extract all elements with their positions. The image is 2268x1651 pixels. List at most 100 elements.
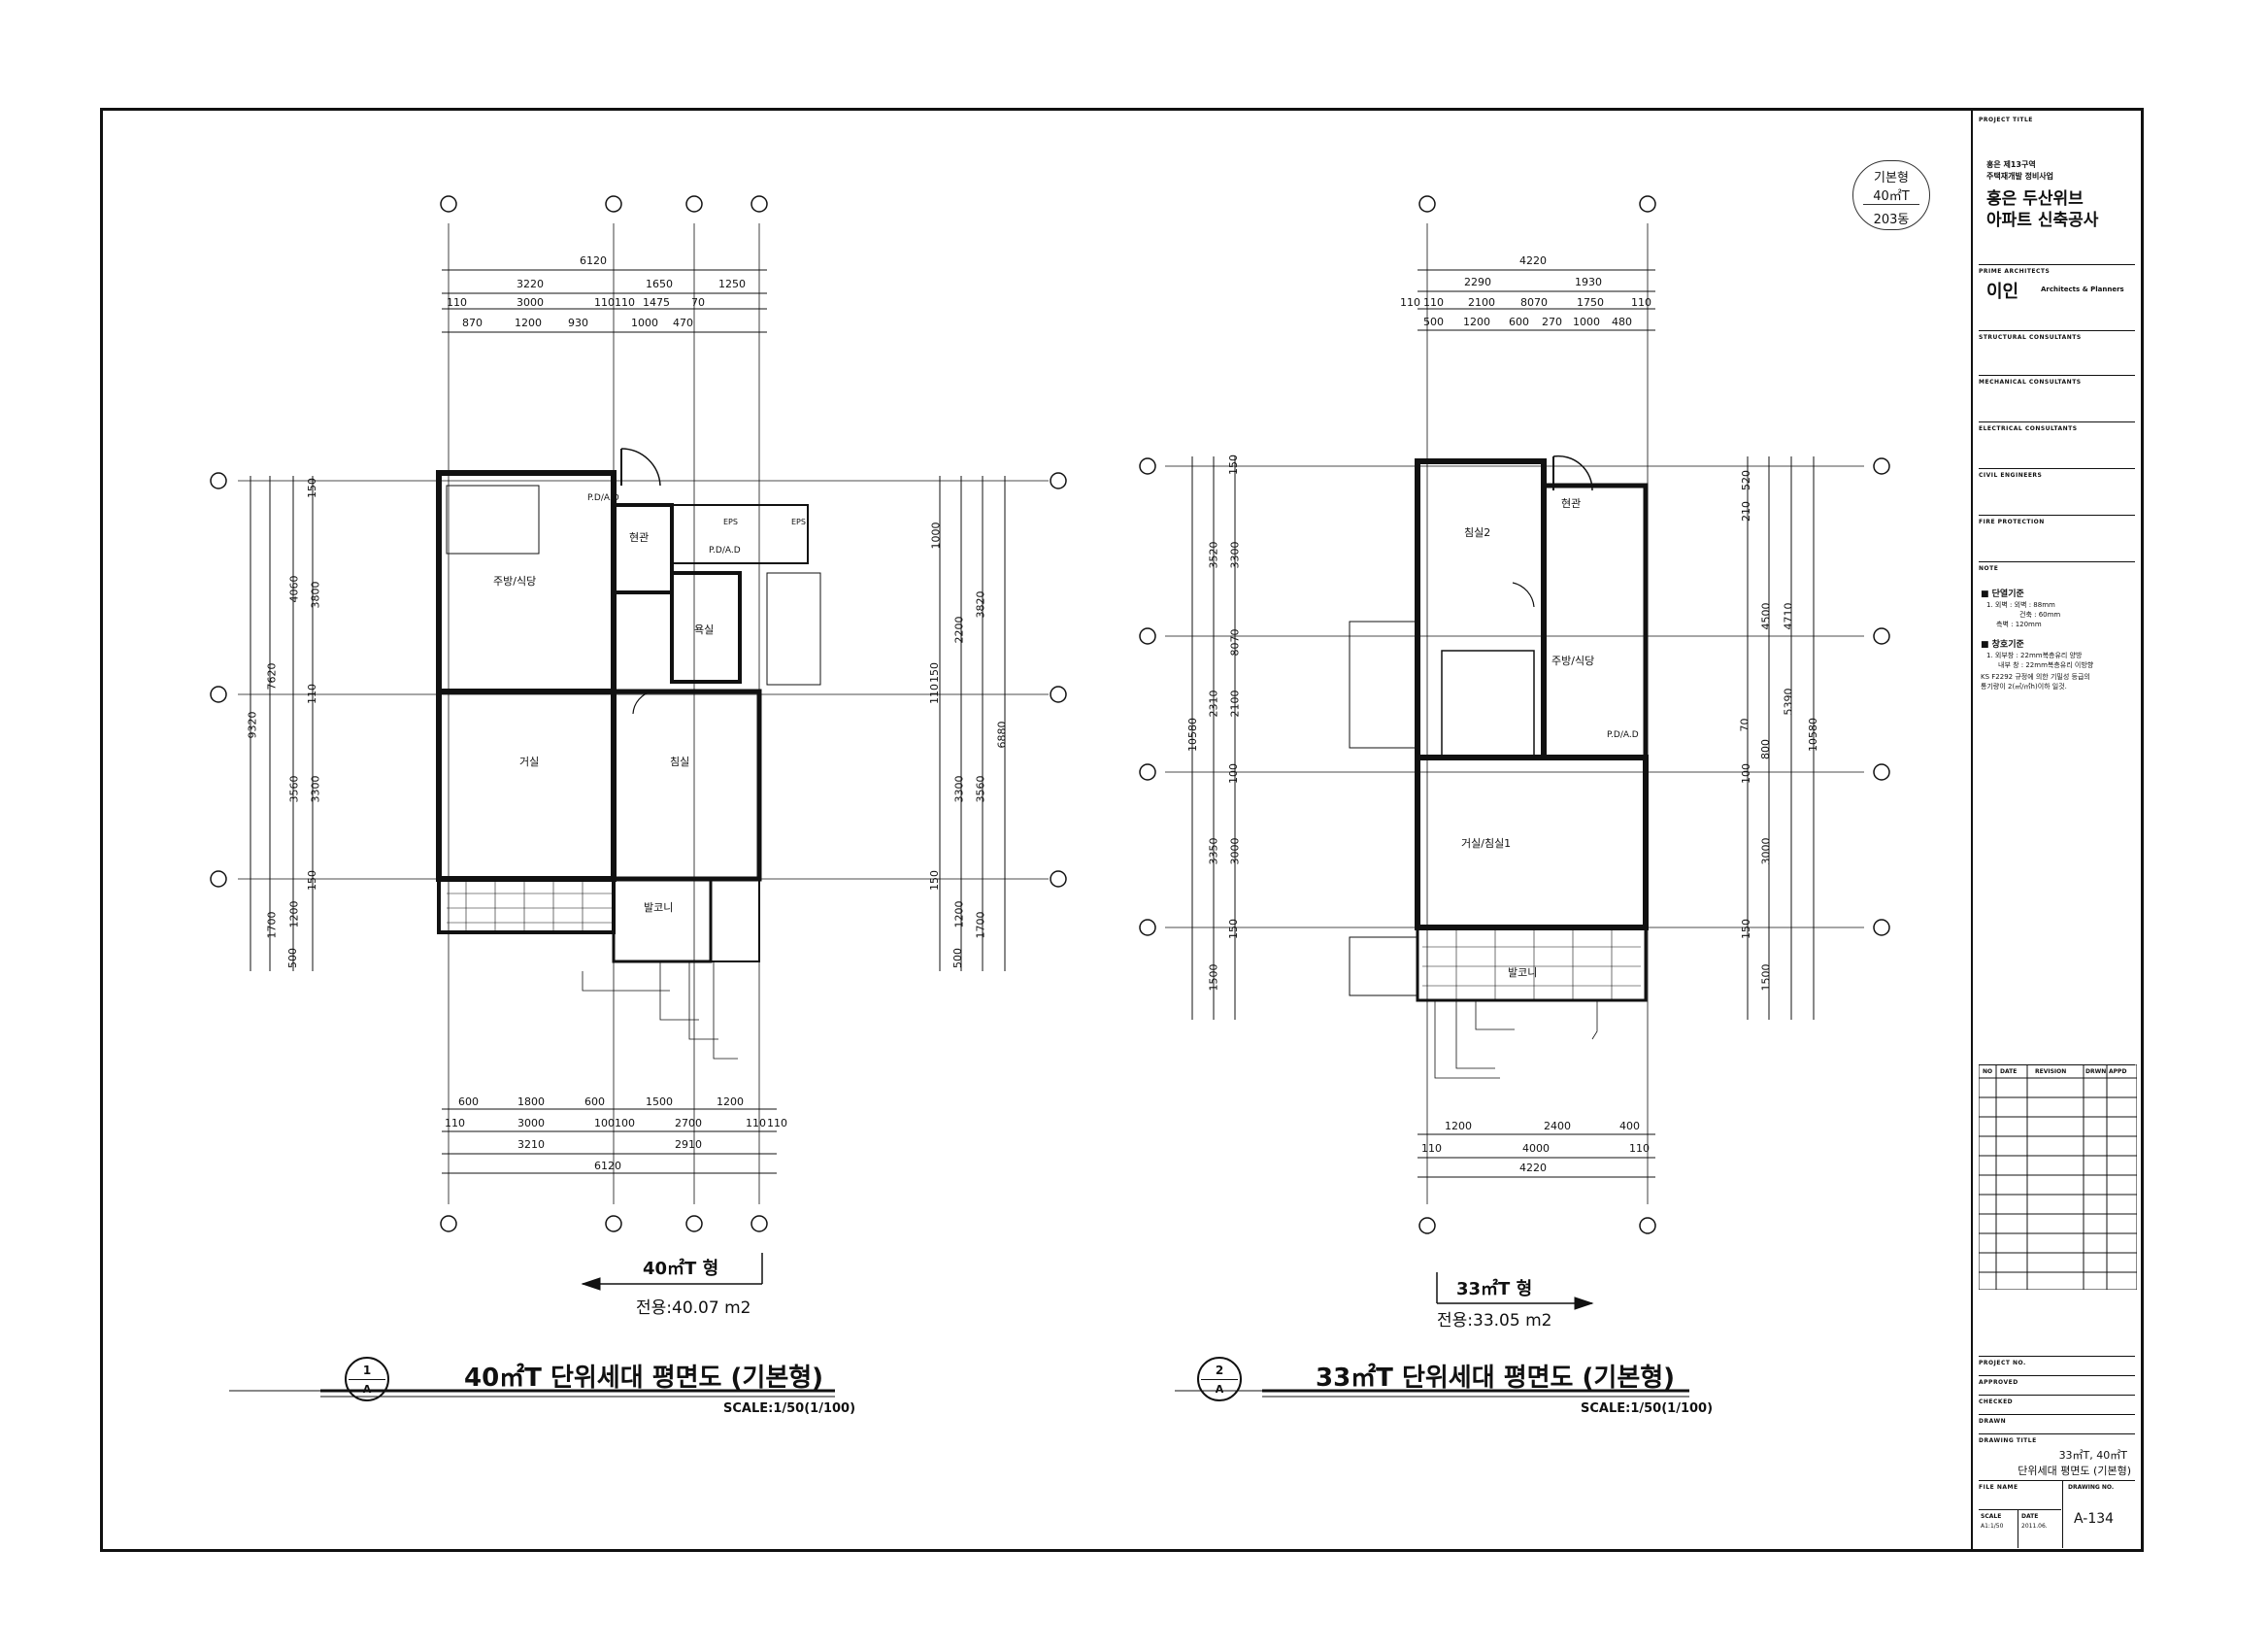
tb-note-3: 건축 : 60mm: [2019, 611, 2061, 619]
p1-dim-top-total: 6120: [580, 254, 607, 267]
p1-dim-top2-a: 3220: [517, 278, 544, 290]
p1-dim-top2-b: 1650: [646, 278, 673, 290]
p1-scale: SCALE:1/50(1/100): [723, 1401, 856, 1416]
p2-type-label: 33㎡T 형: [1456, 1279, 1533, 1299]
p2-room-living: 거실/침실1: [1461, 837, 1512, 850]
p1-dim-bot2-a: 110: [445, 1117, 465, 1129]
p2-dim-right4-a: 520: [1740, 470, 1752, 490]
tb-note-7: 내부 창 : 22mm복층유리 이방향: [1998, 661, 2094, 669]
p1-dim-right3-c: 1200: [952, 900, 966, 928]
p2-dim-left4-a: 150: [1227, 455, 1240, 475]
p2-dim-top4-e: 1000: [1573, 316, 1600, 328]
tb-rev-date: DATE: [2000, 1068, 2018, 1075]
p1-dim-top4-c: 930: [568, 317, 588, 329]
p1-dim-bot2-d: 2700: [675, 1117, 702, 1129]
p1-dim-right4-b: 150: [928, 662, 941, 683]
p2-dim-top3-d: 8070: [1520, 296, 1548, 309]
p2-dim-right-total: 10580: [1807, 718, 1819, 752]
tb-mechanical-label: MECHANICAL CONSULTANTS: [1979, 379, 2082, 386]
tb-drawing-title1: 33㎡T, 40㎡T: [2058, 1449, 2127, 1462]
p1-dim-bot1-a: 600: [458, 1095, 479, 1108]
p1-title: 40㎡T 단위세대 평면도 (기본형): [464, 1364, 824, 1393]
tb-project-small1: 홍은 제13구역: [1986, 160, 2036, 169]
p2-dim-top3-c: 2100: [1468, 296, 1495, 309]
p1-dim-right4-c: 110: [928, 684, 941, 704]
p1-dim-bot1-d: 1500: [646, 1095, 673, 1108]
p1-dim-top3-c: 110110: [594, 296, 635, 309]
p1-room-kitchen: 주방/식당: [493, 575, 537, 588]
p1-dim-top4-b: 1200: [515, 317, 542, 329]
p1-dim-top3-e: 70: [691, 296, 705, 309]
p1-dim-top3-a: 110: [447, 296, 467, 309]
stamp-line1: 기본형: [1874, 171, 1909, 185]
tb-note-1: ■ 단열기준: [1981, 590, 2024, 599]
p1-dim-top3-b: 3000: [517, 296, 544, 309]
p1-dim-left3-b: 3560: [287, 775, 301, 803]
tb-project-name1: 홍은 두산위브: [1986, 189, 2084, 209]
p2-dim-bot-total: 4220: [1519, 1162, 1547, 1174]
p2-dim-left2-b: 2310: [1207, 690, 1220, 718]
tb-electrical-label: ELECTRICAL CONSULTANTS: [1979, 425, 2078, 432]
p1-room-bath: 욕실: [694, 623, 715, 636]
p2-dim-right3-c: 3000: [1759, 837, 1773, 865]
plan1-geometry: [210, 195, 1067, 1398]
tb-scale-label: SCALE: [1981, 1513, 2002, 1520]
p2-detail-bubble: 2 A: [1197, 1357, 1242, 1401]
p1-dim-bot3-b: 2910: [675, 1138, 702, 1151]
p2-room-kitchen: 주방/식당: [1551, 655, 1595, 667]
p2-dim-bot1-b: 2400: [1544, 1120, 1571, 1132]
p2-bubble-letter: A: [1215, 1383, 1224, 1396]
p1-dim-left3-c: 1200: [287, 900, 301, 928]
tb-note-9: 통기량이 2(㎥/㎡h)이하 일것.: [1981, 683, 2067, 691]
tb-note-6: 1. 외부창 : 22mm복층유리 양방: [1986, 652, 2083, 659]
tb-note-label: NOTE: [1979, 565, 1999, 572]
p2-dim-top3-e: 1750: [1577, 296, 1604, 309]
revision-table-grid: [1979, 1064, 2137, 1290]
drawing-sheet-border: [100, 108, 2144, 1552]
p2-dim-right4-e: 150: [1740, 919, 1752, 939]
p2-dim-bot1-c: 400: [1619, 1120, 1640, 1132]
stamp-line2: 40㎡T: [1863, 185, 1919, 205]
tb-checked-label: CHECKED: [1979, 1398, 2014, 1405]
p1-detail-bubble: 1 A: [345, 1357, 389, 1401]
p1-room-balcony: 발코니: [644, 901, 674, 914]
p2-dim-top3-b: 110: [1423, 296, 1444, 309]
p2-dim-top-total: 4220: [1519, 254, 1547, 267]
p2-dim-top3-a: 110: [1400, 296, 1420, 309]
p2-dim-right4-d: 100: [1740, 763, 1752, 784]
tb-rev-no: NO: [1983, 1068, 1993, 1075]
p2-dim-top4-b: 1200: [1463, 316, 1490, 328]
tb-architects-label: PRIME ARCHITECTS: [1979, 268, 2051, 275]
p1-dim-left-total: 9320: [246, 711, 259, 739]
p1-bubble-letter: A: [362, 1383, 372, 1396]
p2-dim-bot2-a: 110: [1421, 1142, 1442, 1155]
p2-dim-top3-f: 110: [1631, 296, 1651, 309]
p1-dim-bot3-a: 3210: [517, 1138, 545, 1151]
p2-dim-left4-c: 100: [1227, 763, 1240, 784]
p2-dim-left2-d: 1500: [1207, 963, 1220, 992]
p1-dim-bot2-b: 3000: [517, 1117, 545, 1129]
type-stamp: 기본형 40㎡T 203동: [1852, 160, 1930, 230]
p2-dim-left2-c: 3350: [1207, 837, 1220, 865]
p1-dim-right-total: 6880: [995, 721, 1009, 749]
tb-file-name-label: FILE NAME: [1979, 1484, 2018, 1491]
p1-dim-left3-a: 4060: [287, 575, 301, 603]
p1-dim-left4-e: 150: [306, 870, 318, 891]
p2-dim-left2-a: 3520: [1207, 541, 1220, 569]
p2-dim-right3-b: 800: [1759, 739, 1772, 759]
p2-dim-left3-c: 3000: [1228, 837, 1242, 865]
p1-dim-left3-d: 500: [286, 948, 299, 968]
tb-rev-revision: REVISION: [2035, 1068, 2067, 1075]
tb-project-title-label: PROJECT TITLE: [1979, 117, 2033, 123]
p1-dim-bot2-e: 110: [746, 1117, 766, 1129]
tb-rev-drwn: DRWN: [2085, 1068, 2107, 1075]
p2-scale: SCALE:1/50(1/100): [1581, 1401, 1714, 1416]
tb-drawing-title-label: DRAWING TITLE: [1979, 1437, 2037, 1444]
tb-date-label: DATE: [2021, 1513, 2039, 1520]
p2-dim-bot2-c: 110: [1629, 1142, 1650, 1155]
tb-drawing-title2: 단위세대 평면도 (기본형): [2018, 1465, 2131, 1477]
tb-scale-value: A1:1/50: [1981, 1523, 2004, 1530]
p1-dim-right3-a: 2200: [952, 616, 966, 644]
stamp-line3: 203동: [1873, 213, 1910, 227]
